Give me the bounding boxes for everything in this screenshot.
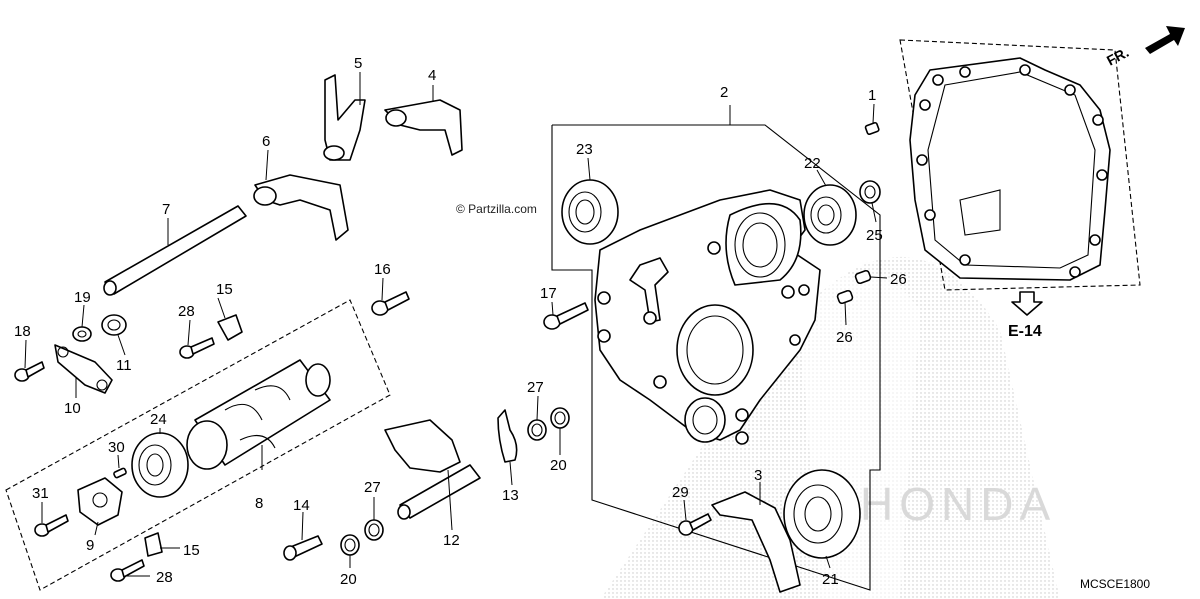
bearing-22 (803, 184, 857, 246)
callout-21: 21 (822, 571, 839, 588)
callout-31: 31 (32, 485, 49, 502)
callout-6: 6 (262, 133, 270, 150)
reference-label: E-14 (1008, 323, 1042, 340)
diagram-code: MCSCE1800 (1080, 577, 1150, 591)
spring-13 (497, 409, 518, 463)
direction-label: FR. (1104, 44, 1131, 69)
dowel-pin-26b (836, 289, 854, 305)
callout-20b: 20 (340, 571, 357, 588)
bearing-24 (131, 432, 189, 498)
bolt-16 (371, 291, 410, 316)
callouts: 1 2 3 4 5 6 7 8 9 10 11 12 13 14 15 15 1… (14, 55, 907, 588)
callout-26a: 26 (890, 271, 907, 288)
callout-1: 1 (868, 87, 876, 104)
callout-22: 22 (804, 155, 821, 172)
plate-15b (144, 532, 163, 557)
copyright-watermark: © Partzilla.com (456, 202, 537, 216)
shift-fork-6 (253, 174, 349, 241)
watermark-text: HONDA (860, 478, 1056, 530)
callout-23: 23 (576, 141, 593, 158)
callout-15a: 15 (216, 281, 233, 298)
callout-13: 13 (502, 487, 519, 504)
bolt-17 (543, 302, 589, 330)
callout-10: 10 (64, 400, 81, 417)
callout-20a: 20 (550, 457, 567, 474)
shift-drum (186, 359, 331, 470)
drum-center-9 (77, 477, 123, 526)
callout-7: 7 (162, 201, 170, 218)
leader-lines (24, 72, 888, 577)
callout-16: 16 (374, 261, 391, 278)
spring-11 (101, 314, 127, 336)
shift-drum-box (5, 299, 391, 591)
callout-17: 17 (540, 285, 557, 302)
case-assembly-box (551, 124, 881, 591)
callout-3: 3 (754, 467, 762, 484)
seal-25 (859, 180, 881, 204)
bolt-31 (34, 514, 69, 537)
stopper-arm-10 (54, 344, 113, 394)
plate-15a (217, 314, 243, 341)
callout-18: 18 (14, 323, 31, 340)
dowel-pin-1 (864, 121, 880, 135)
callout-15b: 15 (183, 542, 200, 559)
callout-25: 25 (866, 227, 883, 244)
shift-fork-4 (384, 99, 463, 156)
bearing-23 (561, 179, 619, 245)
callout-14: 14 (293, 497, 310, 514)
callout-9: 9 (86, 537, 94, 554)
shift-arm-12 (384, 419, 481, 520)
gear-case (594, 189, 821, 445)
callout-30: 30 (108, 439, 125, 456)
pin-30 (113, 467, 127, 479)
callout-8: 8 (255, 495, 263, 512)
callout-12: 12 (443, 532, 460, 549)
callout-27a: 27 (527, 379, 544, 396)
washer-20b (340, 534, 360, 556)
callout-29: 29 (672, 484, 689, 501)
bolt-28b (110, 559, 145, 582)
bearing-21 (783, 469, 861, 559)
callout-11: 11 (116, 357, 132, 374)
callout-28b: 28 (156, 569, 173, 586)
callout-19: 19 (74, 289, 91, 306)
front-direction-arrow: FR. (1104, 26, 1185, 69)
callout-24: 24 (150, 411, 167, 428)
reference-arrow: E-14 (1008, 291, 1043, 340)
callout-4: 4 (428, 67, 436, 84)
bolt-29 (678, 513, 712, 536)
bolt-18 (14, 361, 45, 382)
callout-26b: 26 (836, 329, 853, 346)
callout-5: 5 (354, 55, 362, 72)
fork-shaft (103, 205, 247, 296)
washer-19 (72, 326, 92, 342)
washer-20a (550, 407, 570, 429)
bolt-14 (283, 535, 323, 561)
bolt-28a (179, 337, 215, 359)
dowel-pin-26a (854, 269, 872, 285)
gear-cover-gasket (909, 57, 1111, 281)
seal-27a (527, 419, 547, 441)
seal-27b (364, 519, 384, 541)
shift-fork-5 (323, 74, 366, 161)
callout-28a: 28 (178, 303, 195, 320)
callout-2: 2 (720, 84, 728, 101)
callout-27b: 27 (364, 479, 381, 496)
